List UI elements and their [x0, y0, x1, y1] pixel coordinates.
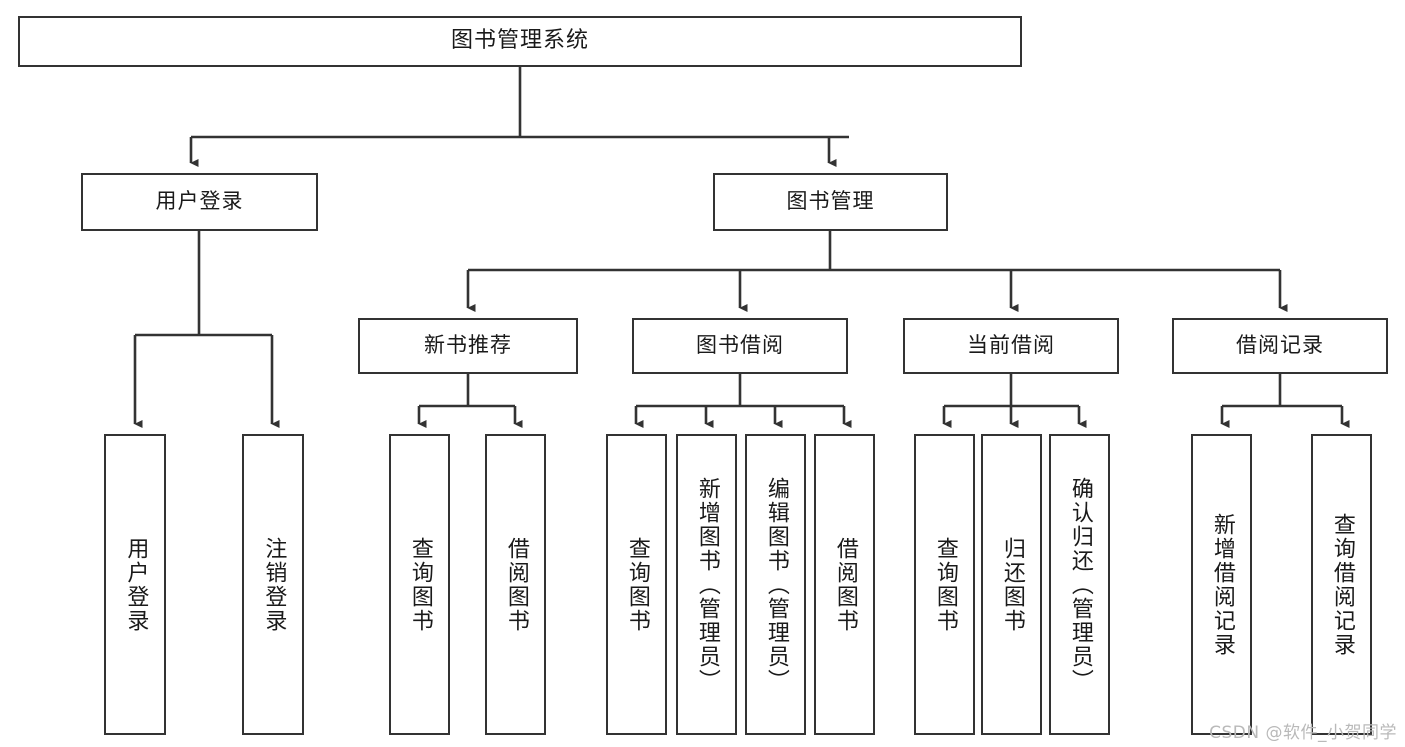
node-leaf-edit-book[interactable]: 编辑图书（管理员）: [745, 434, 806, 735]
node-label: 查询图书: [624, 536, 650, 633]
node-book-manage[interactable]: 图书管理: [713, 173, 948, 231]
node-label: 新增借阅记录: [1209, 512, 1235, 657]
node-leaf-query-book-3[interactable]: 查询图书: [914, 434, 975, 735]
node-label: 查询图书: [932, 536, 958, 633]
node-leaf-borrow-book-1[interactable]: 借阅图书: [485, 434, 546, 735]
node-leaf-return-book[interactable]: 归还图书: [981, 434, 1042, 735]
node-label: 当前借阅: [967, 333, 1055, 358]
node-new-book-rec[interactable]: 新书推荐: [358, 318, 578, 374]
node-system-root[interactable]: 图书管理系统: [18, 16, 1022, 67]
node-leaf-confirm-return[interactable]: 确认归还（管理员）: [1049, 434, 1110, 735]
node-label: 查询借阅记录: [1329, 512, 1355, 657]
csdn-watermark: CSDN @软件_小贺同学: [1209, 723, 1397, 743]
node-current-borrow[interactable]: 当前借阅: [903, 318, 1119, 374]
node-label: 借阅记录: [1236, 333, 1324, 358]
node-label: 新增图书（管理员）: [694, 476, 720, 693]
node-book-borrow[interactable]: 图书借阅: [632, 318, 848, 374]
node-label: 注销登录: [261, 536, 287, 633]
node-label: 归还图书: [999, 536, 1025, 633]
node-user-login[interactable]: 用户登录: [81, 173, 318, 231]
node-leaf-logout-login[interactable]: 注销登录: [242, 434, 304, 735]
node-label: 图书借阅: [696, 333, 784, 358]
node-label: 借阅图书: [832, 536, 858, 633]
node-leaf-add-book[interactable]: 新增图书（管理员）: [676, 434, 737, 735]
node-label: 确认归还（管理员）: [1067, 476, 1093, 693]
node-label: 新书推荐: [424, 333, 512, 358]
node-leaf-query-book-1[interactable]: 查询图书: [389, 434, 450, 735]
node-label: 用户登录: [123, 536, 149, 633]
node-label: 查询图书: [407, 536, 433, 633]
node-label: 借阅图书: [503, 536, 529, 633]
node-leaf-borrow-book-2[interactable]: 借阅图书: [814, 434, 875, 735]
node-leaf-add-record[interactable]: 新增借阅记录: [1191, 434, 1252, 735]
node-label: 用户登录: [155, 189, 244, 214]
node-leaf-query-record[interactable]: 查询借阅记录: [1311, 434, 1372, 735]
node-leaf-query-book-2[interactable]: 查询图书: [606, 434, 667, 735]
node-label: 图书管理: [786, 189, 875, 214]
node-borrow-record[interactable]: 借阅记录: [1172, 318, 1388, 374]
node-label: 编辑图书（管理员）: [763, 476, 789, 693]
node-leaf-user-login[interactable]: 用户登录: [104, 434, 166, 735]
node-label: 图书管理系统: [450, 28, 589, 54]
